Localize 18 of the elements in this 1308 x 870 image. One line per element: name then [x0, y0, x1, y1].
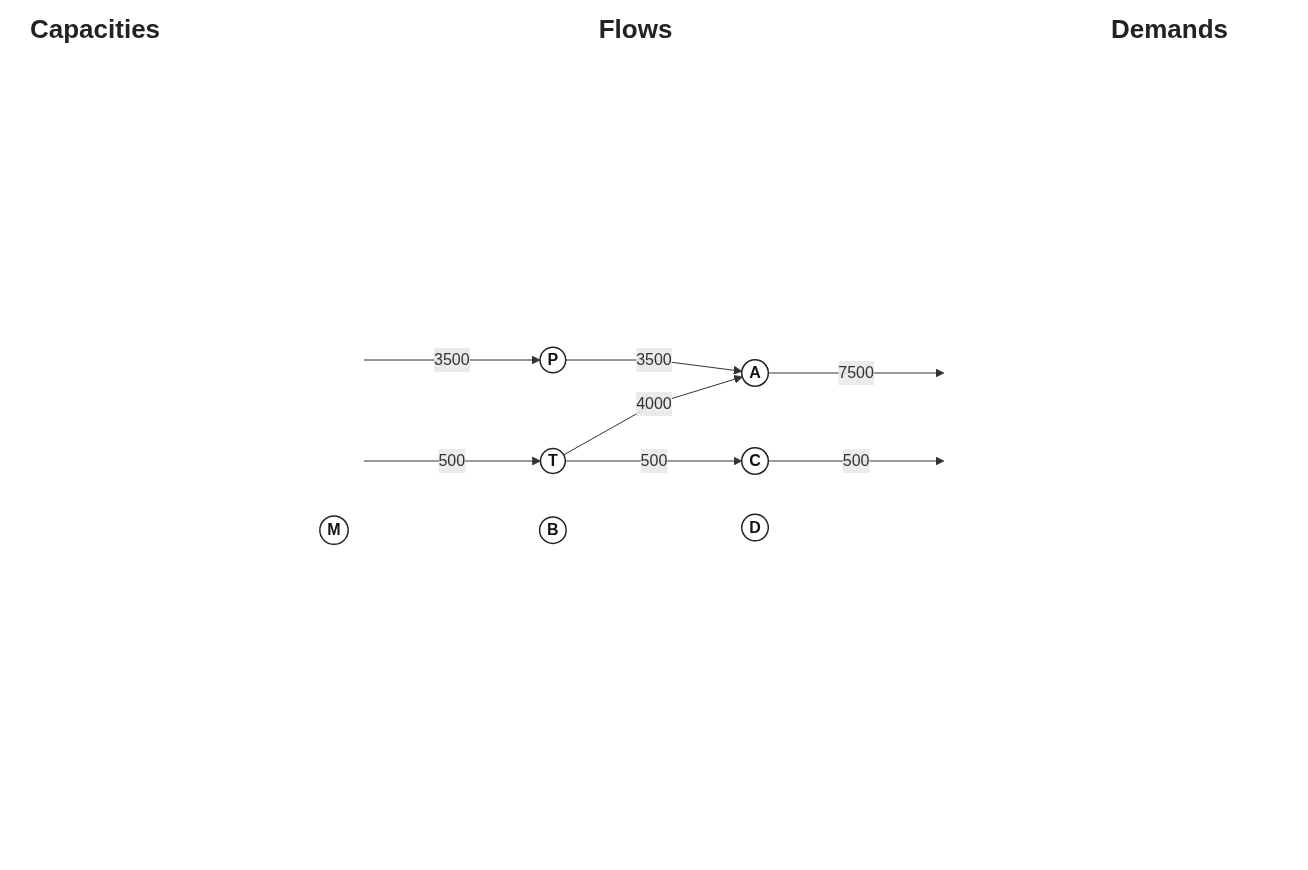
column-heading: Demands	[1110, 14, 1228, 45]
arrow	[563, 375, 743, 456]
node-circle: T	[539, 448, 567, 475]
node-circle: P	[539, 346, 567, 374]
edge-label: 7500	[838, 364, 874, 382]
column-heading: Flows	[598, 14, 673, 45]
edge-label: 3500	[636, 351, 672, 369]
edge-label: 500	[640, 452, 668, 470]
node-circle: B	[538, 516, 567, 545]
edge-label: 500	[842, 452, 870, 470]
node-circle: C	[741, 447, 770, 476]
edge-label: 3500	[434, 351, 470, 369]
node-circle: M	[319, 515, 349, 546]
edge-label: 500	[438, 452, 466, 470]
column-heading: Capacities	[30, 14, 161, 45]
node-circle: D	[741, 513, 770, 542]
edge-label: 4000	[636, 395, 672, 413]
node-circle: A	[741, 359, 770, 388]
